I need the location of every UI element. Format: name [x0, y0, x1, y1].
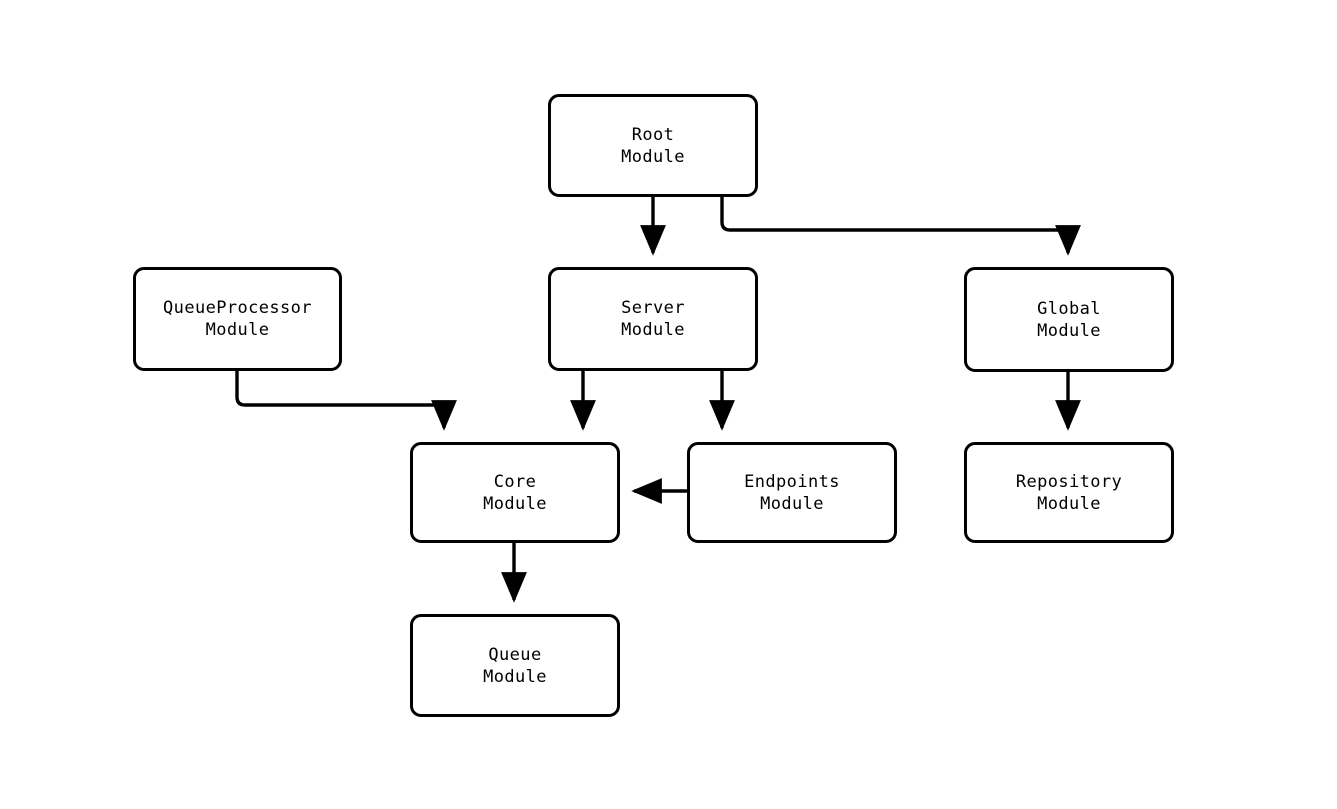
- node-label-line2: Module: [760, 493, 824, 514]
- node-label-line2: Module: [483, 493, 547, 514]
- node-label-line1: Endpoints: [744, 471, 840, 492]
- edge-root-to-global: [720, 197, 1081, 256]
- edge-queueprocessor-to-core: [235, 371, 457, 431]
- node-queueprocessor-module[interactable]: QueueProcessor Module: [133, 267, 342, 371]
- node-root-module[interactable]: Root Module: [548, 94, 758, 197]
- node-repository-module[interactable]: Repository Module: [964, 442, 1174, 543]
- node-label-line1: Core: [493, 471, 537, 492]
- node-core-module[interactable]: Core Module: [410, 442, 620, 543]
- node-queue-module[interactable]: Queue Module: [410, 614, 620, 717]
- node-label-line1: Queue: [488, 644, 542, 665]
- node-label-line1: Global: [1037, 298, 1101, 319]
- node-server-module[interactable]: Server Module: [548, 267, 758, 371]
- node-label-line2: Module: [1037, 493, 1101, 514]
- node-label-line2: Module: [1037, 320, 1101, 341]
- node-label-line2: Module: [205, 320, 270, 340]
- node-label-line2: Module: [483, 666, 547, 687]
- node-label-line2: Module: [621, 320, 685, 340]
- node-label-line1: Repository: [1015, 471, 1123, 492]
- node-label-line1: Server: [621, 298, 685, 318]
- node-label-line1: Root: [631, 124, 675, 145]
- node-global-module[interactable]: Global Module: [964, 267, 1174, 372]
- node-label-line2: Module: [621, 146, 685, 167]
- node-label-line1: QueueProcessor: [163, 298, 312, 318]
- node-endpoints-module[interactable]: Endpoints Module: [687, 442, 897, 543]
